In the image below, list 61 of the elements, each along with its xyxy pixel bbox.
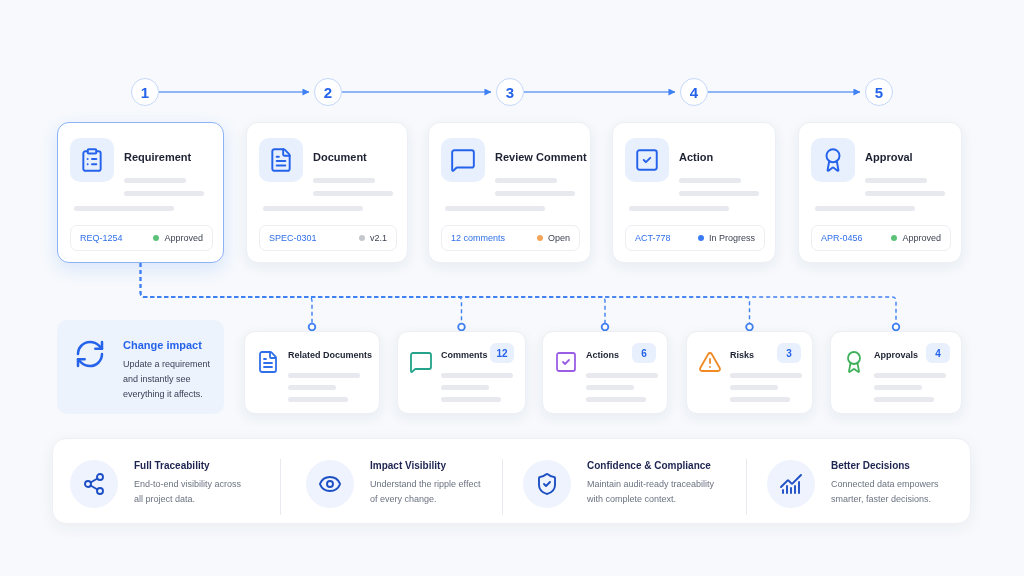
- meta-strip: [625, 225, 765, 251]
- item-card: [246, 122, 408, 263]
- step-circle: 3: [496, 78, 524, 106]
- count-badge: 4: [926, 343, 950, 363]
- status-label: Approved: [164, 233, 203, 243]
- feature-description: Understand the ripple effect of every change.: [370, 478, 482, 506]
- status-label: v2.1: [370, 233, 387, 243]
- status-label: Approved: [902, 233, 941, 243]
- card-title: Approvals: [874, 350, 918, 360]
- meta-strip: [70, 225, 213, 251]
- feature-description: Connected data empowers smarter, faster decisions.: [831, 478, 940, 506]
- arrow: [707, 88, 861, 96]
- card-title: Action: [679, 151, 714, 163]
- item-card: [612, 122, 776, 263]
- count-badge: 6: [632, 343, 656, 363]
- reference-id: REQ-1254: [80, 233, 123, 243]
- arrow: [341, 88, 492, 96]
- card-title: Comments: [441, 350, 488, 360]
- card-title: Document: [313, 151, 367, 163]
- step-circle: 1: [131, 78, 159, 106]
- panel-description: Update a requirement and instantly see everything it affects.: [123, 358, 212, 401]
- step-circle: 2: [314, 78, 342, 106]
- count-badge: 12: [490, 343, 514, 363]
- reference-id: 12 comments: [451, 233, 506, 243]
- feature-title: Confidence & Compliance: [587, 460, 711, 471]
- info-panel: [57, 320, 224, 414]
- count-badge: 3: [777, 343, 801, 363]
- card-title: Actions: [586, 350, 619, 360]
- card-title: Risks: [730, 350, 755, 360]
- dashed-connector: [139, 262, 901, 332]
- benefits-panel: [52, 438, 971, 524]
- feature-title: Full Traceability: [134, 460, 210, 471]
- feature-title: Better Decisions: [831, 460, 910, 471]
- related-item-card: [686, 331, 813, 414]
- item-card: [57, 122, 224, 263]
- related-item-card: [830, 331, 962, 414]
- item-card: [428, 122, 591, 263]
- status-label: Open: [547, 233, 570, 243]
- card-title: Approval: [865, 151, 913, 163]
- related-item-card: [542, 331, 668, 414]
- status-label: In Progress: [708, 233, 755, 243]
- feature-description: Maintain audit-ready traceability with complete context.: [587, 478, 716, 506]
- panel-title: Change impact: [123, 339, 202, 351]
- item-card: [798, 122, 962, 263]
- reference-id: ACT-778: [635, 233, 671, 243]
- reference-id: SPEC-0301: [269, 233, 317, 243]
- reference-id: APR-0456: [821, 233, 863, 243]
- feature-description: End-to-end visibility across all project data.: [134, 478, 243, 506]
- card-title: Requirement: [124, 151, 192, 163]
- arrow: [523, 88, 676, 96]
- card-title: Review Comment: [495, 151, 587, 163]
- meta-strip: [811, 225, 951, 251]
- step-circle: 5: [865, 78, 893, 106]
- meta-strip: [259, 225, 397, 251]
- card-title: Related Documents: [288, 350, 373, 360]
- feature-title: Impact Visibility: [370, 460, 446, 471]
- meta-strip: [441, 225, 580, 251]
- arrow: [158, 88, 310, 96]
- related-item-card: [397, 331, 526, 414]
- related-item-card: [244, 331, 380, 414]
- step-circle: 4: [680, 78, 708, 106]
